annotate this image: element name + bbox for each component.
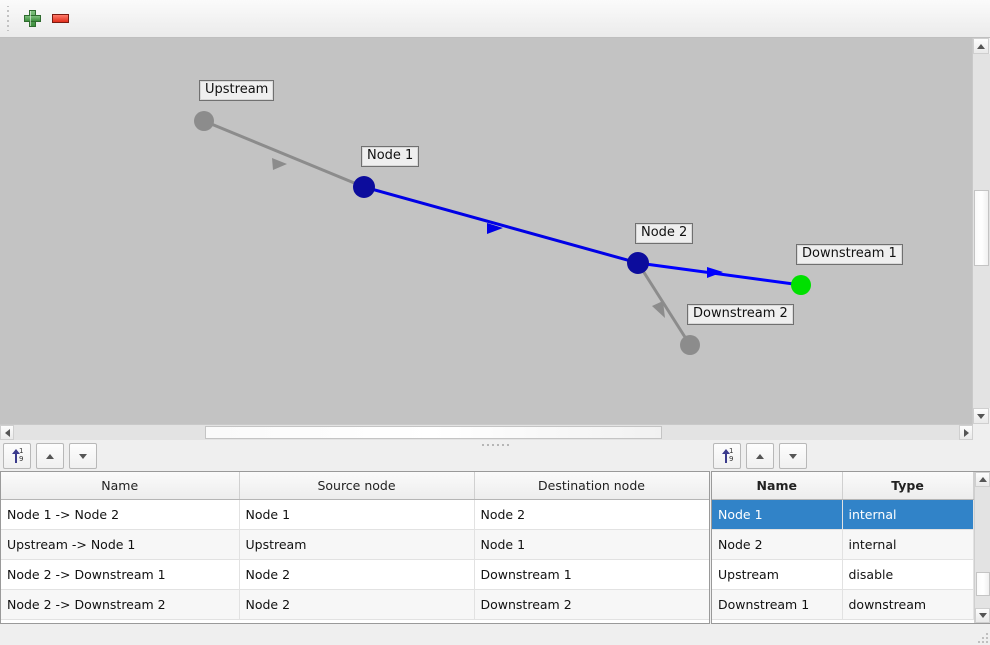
add-node-button[interactable] (18, 5, 46, 33)
edge-source-cell[interactable]: Upstream (239, 529, 475, 560)
edge-destination-cell[interactable]: Node 2 (474, 499, 709, 530)
node-type-cell[interactable]: internal (842, 529, 974, 560)
graph-node-node2[interactable] (627, 252, 649, 274)
graph-node-downstream2[interactable] (680, 335, 700, 355)
chevron-down-icon (978, 613, 987, 618)
graph-node-downstream1[interactable] (791, 275, 811, 295)
plus-icon (23, 10, 41, 27)
triangle-up-icon (46, 453, 54, 459)
splitter-grip-icon (481, 444, 509, 446)
edges-move-up-button[interactable] (36, 443, 64, 469)
table-row[interactable]: Upstream -> Node 1 Upstream Node 1 (1, 529, 709, 560)
scroll-left-button[interactable] (0, 425, 14, 440)
node-name-cell[interactable]: Node 1 (712, 499, 843, 530)
nodes-vscroll-thumb[interactable] (976, 572, 990, 596)
edges-column-source[interactable]: Source node (239, 472, 475, 500)
nodes-column-type[interactable]: Type (842, 472, 974, 500)
edges-table-panel[interactable]: Name Source node Destination node Node 1… (0, 471, 710, 624)
table-row[interactable]: Downstream 1 downstream (712, 589, 974, 620)
scroll-up-button[interactable] (973, 38, 989, 54)
nodes-table-vertical-scrollbar[interactable] (974, 472, 990, 623)
edges-table-body: Node 1 -> Node 2 Node 1 Node 2 Upstream … (1, 499, 709, 620)
edge-node1-node2[interactable] (363, 185, 639, 265)
canvas-horizontal-scrollbar[interactable] (0, 424, 973, 441)
graph-node-upstream[interactable] (194, 111, 214, 131)
table-row[interactable]: Node 2 -> Downstream 2 Node 2 Downstream… (1, 589, 709, 620)
edge-destination-cell[interactable]: Downstream 1 (474, 559, 709, 590)
toolbar-drag-grip[interactable] (3, 5, 12, 32)
edge-node2-downstream2[interactable] (636, 262, 692, 346)
edge-source-cell[interactable]: Node 2 (239, 559, 475, 590)
edges-table-header-row: Name Source node Destination node (1, 472, 709, 500)
edges-table: Name Source node Destination node Node 1… (1, 472, 709, 620)
canvas-vertical-scrollbar[interactable] (972, 38, 990, 424)
triangle-down-icon (79, 453, 87, 459)
edge-node2-downstream1[interactable] (637, 261, 802, 287)
nodes-column-name[interactable]: Name (712, 472, 843, 500)
vscroll-thumb[interactable] (974, 190, 989, 266)
nodes-table-body: Node 1 internal Node 2 internal Upstream… (712, 499, 974, 620)
edge-upstream-node1[interactable] (203, 119, 365, 189)
edge-source-cell[interactable]: Node 2 (239, 589, 475, 620)
table-row[interactable]: Node 1 -> Node 2 Node 1 Node 2 (1, 499, 709, 530)
node-type-cell[interactable]: internal (842, 499, 974, 530)
scroll-right-button[interactable] (959, 425, 973, 440)
node-name-cell[interactable]: Upstream (712, 559, 843, 590)
node-name-cell[interactable]: Downstream 1 (712, 589, 843, 620)
triangle-up-icon (756, 453, 764, 459)
chevron-up-icon (978, 477, 987, 482)
table-row[interactable]: Node 1 internal (712, 499, 974, 530)
table-row[interactable]: Node 2 internal (712, 529, 974, 560)
graph-node-node1[interactable] (353, 176, 375, 198)
triangle-down-icon (789, 453, 797, 459)
table-row[interactable]: Upstream disable (712, 559, 974, 590)
chevron-right-icon (963, 428, 969, 437)
edges-column-destination[interactable]: Destination node (474, 472, 709, 500)
chevron-left-icon (4, 428, 10, 437)
nodes-table-header-row: Name Type (712, 472, 974, 500)
edge-name-cell[interactable]: Node 2 -> Downstream 2 (1, 589, 240, 620)
nodes-move-up-button[interactable] (746, 443, 774, 469)
edges-column-name[interactable]: Name (1, 472, 240, 500)
edge-name-cell[interactable]: Upstream -> Node 1 (1, 529, 240, 560)
chevron-down-icon (977, 413, 985, 419)
hscroll-thumb[interactable] (205, 426, 662, 439)
edge-name-cell[interactable]: Node 1 -> Node 2 (1, 499, 240, 530)
remove-node-button[interactable] (46, 5, 74, 33)
nodes-table: Name Type Node 1 internal Node 2 interna… (712, 472, 974, 620)
node-type-cell[interactable]: disable (842, 559, 974, 590)
main-toolbar (0, 0, 990, 38)
node-label-node1[interactable]: Node 1 (361, 146, 420, 167)
graph-svg (194, 111, 811, 355)
edge-destination-cell[interactable]: Downstream 2 (474, 589, 709, 620)
edges-move-down-button[interactable] (69, 443, 97, 469)
node-type-cell[interactable]: downstream (842, 589, 974, 620)
node-label-node2[interactable]: Node 2 (635, 223, 694, 244)
nodes-scroll-up-button[interactable] (975, 472, 990, 487)
nodes-table-panel[interactable]: Name Type Node 1 internal Node 2 interna… (711, 471, 990, 624)
minus-icon (51, 14, 69, 23)
node-label-downstream1[interactable]: Downstream 1 (796, 244, 903, 265)
node-label-upstream[interactable]: Upstream (199, 80, 275, 101)
scroll-down-button[interactable] (973, 408, 989, 424)
window-resize-grip[interactable] (976, 631, 988, 643)
edge-name-cell[interactable]: Node 2 -> Downstream 1 (1, 559, 240, 590)
panel-splitter[interactable] (0, 440, 990, 450)
table-row[interactable]: Node 2 -> Downstream 1 Node 2 Downstream… (1, 559, 709, 590)
edge-destination-cell[interactable]: Node 1 (474, 529, 709, 560)
chevron-up-icon (977, 43, 985, 49)
edge-source-cell[interactable]: Node 1 (239, 499, 475, 530)
graph-canvas[interactable]: Upstream Node 1 Node 2 Downstream 1 Down… (0, 38, 990, 424)
nodes-move-down-button[interactable] (779, 443, 807, 469)
node-label-downstream2[interactable]: Downstream 2 (687, 304, 794, 325)
node-name-cell[interactable]: Node 2 (712, 529, 843, 560)
nodes-scroll-down-button[interactable] (975, 608, 990, 623)
